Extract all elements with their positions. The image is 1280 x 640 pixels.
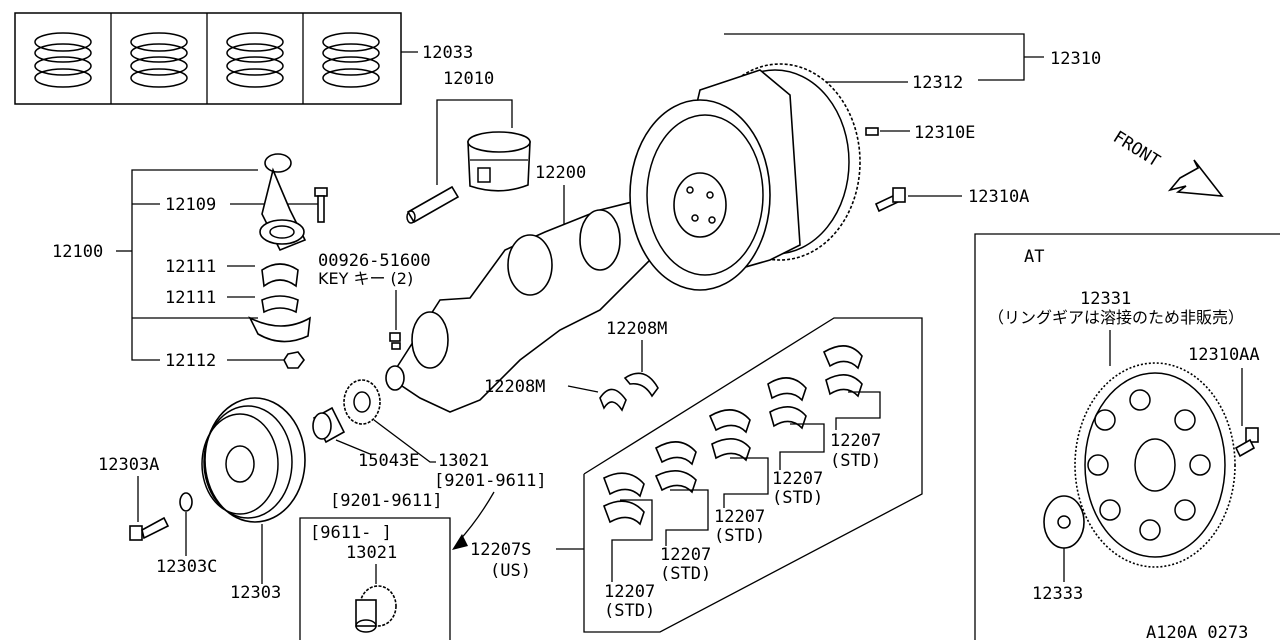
label-12207S: 12207S bbox=[470, 540, 531, 560]
drive-plate-reinforcement[interactable] bbox=[1043, 495, 1085, 549]
label-12100: 12100 bbox=[52, 242, 103, 262]
label-12010: 12010 bbox=[443, 69, 494, 89]
label-12310E: 12310E bbox=[914, 123, 975, 143]
label-std4: (STD) bbox=[660, 564, 711, 584]
connecting-rod[interactable] bbox=[259, 153, 307, 252]
label-12111-lower: 12111 bbox=[165, 288, 216, 308]
label-12111-upper: 12111 bbox=[165, 257, 216, 277]
inset-box bbox=[299, 517, 451, 640]
piston[interactable] bbox=[467, 131, 531, 192]
label-12310AA: 12310AA bbox=[1188, 345, 1260, 365]
crank-sprocket[interactable] bbox=[343, 379, 381, 425]
label-12109: 12109 bbox=[165, 195, 216, 215]
con-rod-cap[interactable] bbox=[248, 316, 311, 343]
label-inset-13021: 13021 bbox=[346, 543, 397, 563]
main-bearing-set-2[interactable] bbox=[767, 377, 825, 470]
flywheel-dowel[interactable] bbox=[865, 127, 879, 136]
label-12207-std4: 12207 bbox=[660, 545, 711, 565]
inset-crank-sprocket[interactable] bbox=[355, 585, 397, 633]
label-std1: (STD) bbox=[830, 451, 881, 471]
flywheel-bolt[interactable] bbox=[874, 187, 906, 213]
label-15043E: 15043E bbox=[358, 451, 419, 471]
con-rod-bearing-lower[interactable] bbox=[261, 295, 299, 314]
label-inset-range: [9611- ] bbox=[310, 523, 392, 543]
label-12303C: 12303C bbox=[156, 557, 217, 577]
front-arrow-icon bbox=[1167, 159, 1224, 197]
connecting-rod-bolt[interactable] bbox=[314, 187, 328, 223]
label-12331: 12331 bbox=[1080, 289, 1131, 309]
woodruff-key[interactable] bbox=[389, 332, 401, 350]
label-std5: (STD) bbox=[604, 601, 655, 621]
label-13021-range: [9201-9611] bbox=[434, 471, 547, 491]
drive-plate[interactable] bbox=[1074, 362, 1236, 568]
piston-pin[interactable] bbox=[406, 185, 460, 224]
at-box bbox=[974, 233, 1280, 640]
label-12207S-note: (US) bbox=[490, 561, 531, 581]
main-bearing-set-3[interactable] bbox=[708, 409, 769, 508]
con-rod-nut[interactable] bbox=[283, 351, 305, 369]
label-12208M-top: 12208M bbox=[606, 319, 667, 339]
label-std2: (STD) bbox=[772, 488, 823, 508]
label-12333: 12333 bbox=[1032, 584, 1083, 604]
label-12112: 12112 bbox=[165, 351, 216, 371]
label-15043E-range: [9201-9611] bbox=[330, 491, 443, 511]
main-bearing-set-1[interactable] bbox=[822, 345, 881, 430]
pulley-washer[interactable] bbox=[179, 492, 193, 512]
label-12207-std1: 12207 bbox=[830, 431, 881, 451]
con-rod-bearing-upper[interactable] bbox=[261, 263, 299, 288]
main-bearing-set-5[interactable] bbox=[602, 472, 653, 582]
label-12200: 12200 bbox=[535, 163, 586, 183]
main-bearing-box bbox=[583, 317, 923, 633]
piston-ring-set[interactable] bbox=[14, 12, 402, 105]
label-12033: 12033 bbox=[422, 43, 473, 63]
label-12310: 12310 bbox=[1050, 49, 1101, 69]
arrow-icon bbox=[452, 534, 468, 550]
label-key-desc: KEY キー (2) bbox=[318, 269, 413, 288]
drive-plate-bolt[interactable] bbox=[1234, 427, 1259, 458]
label-12312: 12312 bbox=[912, 73, 963, 93]
thrust-bearing-upper[interactable] bbox=[623, 372, 659, 398]
label-front: FRONT bbox=[1109, 127, 1163, 171]
drawing-code: A120A 0273 bbox=[1146, 623, 1248, 640]
label-12207-std2: 12207 bbox=[772, 469, 823, 489]
label-std3: (STD) bbox=[714, 526, 765, 546]
label-12331-note: （リングギアは溶接のため非販売） bbox=[988, 308, 1244, 327]
thrust-bearing-lower[interactable] bbox=[599, 388, 627, 412]
flywheel[interactable] bbox=[629, 63, 861, 291]
label-12303: 12303 bbox=[230, 583, 281, 603]
label-12208M-left: 12208M bbox=[484, 377, 545, 397]
label-12207-std5: 12207 bbox=[604, 582, 655, 602]
main-bearing-set-4[interactable] bbox=[654, 441, 709, 546]
label-13021: 13021 bbox=[438, 451, 489, 471]
pulley-bolt[interactable] bbox=[129, 516, 170, 541]
crank-pulley[interactable] bbox=[201, 397, 306, 523]
label-12310A: 12310A bbox=[968, 187, 1029, 207]
crank-spacer[interactable] bbox=[312, 406, 346, 444]
label-at: AT bbox=[1024, 247, 1044, 267]
label-12207-std3: 12207 bbox=[714, 507, 765, 527]
label-12303A: 12303A bbox=[98, 455, 159, 475]
label-key-part: 00926-51600 bbox=[318, 251, 431, 271]
